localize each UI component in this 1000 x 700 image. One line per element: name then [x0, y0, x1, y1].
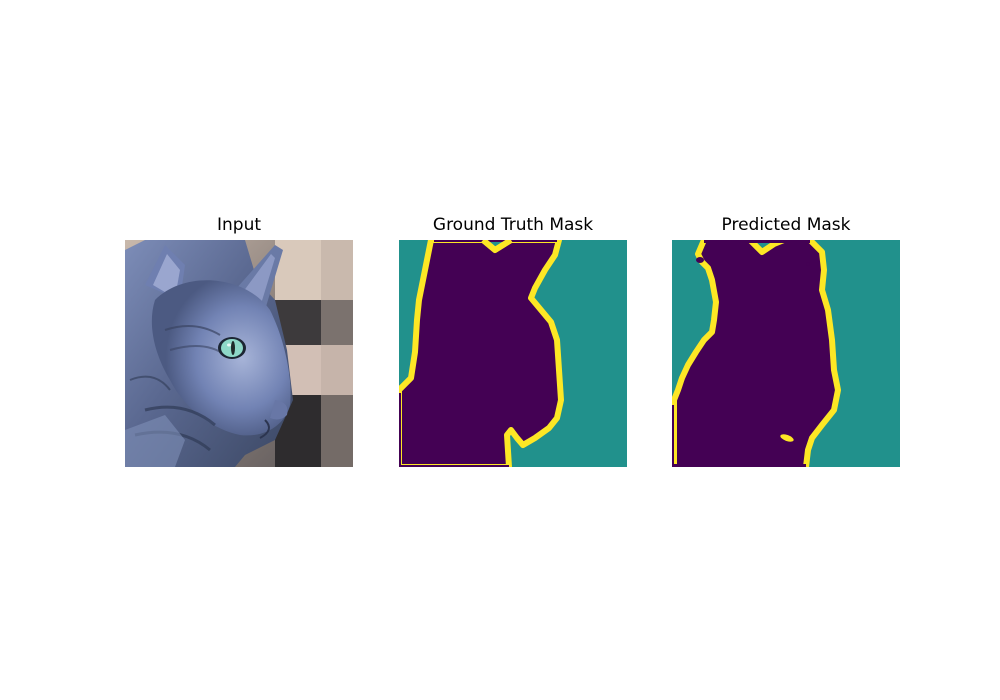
ground-truth-title: Ground Truth Mask [432, 215, 594, 235]
predicted-title: Predicted Mask [721, 215, 851, 235]
predicted-mask-image [672, 240, 900, 467]
ground-truth-mask-image [399, 240, 627, 467]
input-title: Input [216, 215, 262, 235]
input-image [125, 240, 353, 467]
